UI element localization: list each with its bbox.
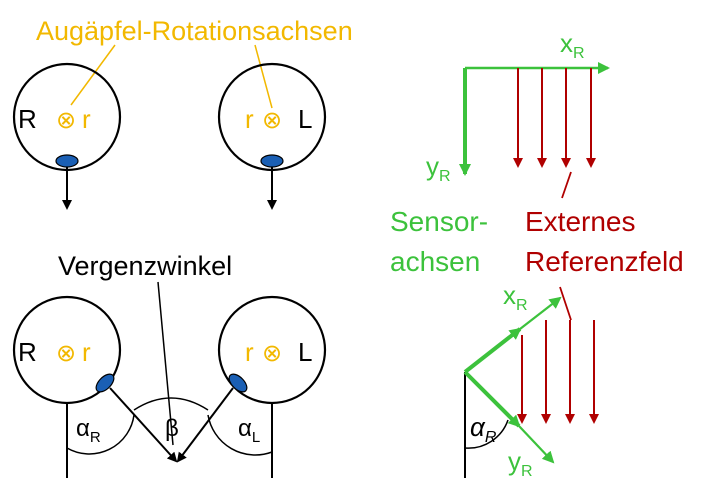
external-field-label-line2: Referenzfeld [525,246,684,277]
reference-field-pointer-bottom [559,286,572,321]
rotation-axis-icon: ⊗ [262,340,282,367]
alpha-r-arc-right [464,419,509,449]
rotation-axis-icon: ⊗ [56,107,76,134]
rotation-axis-label: r [245,104,254,134]
rotation-axes-label: Augäpfel-Rotationsachsen [36,16,353,46]
reference-field-top [513,68,596,168]
rotation-axes-pointer-right [70,44,116,106]
eye-side-label: R [18,104,37,134]
vergence-angle-label: Vergenzwinkel [58,251,232,281]
rotation-axis-icon: ⊗ [262,107,282,134]
eye-side-label: L [298,337,312,367]
rotation-axis-label: r [82,337,91,367]
y-axis-label: yR [508,446,533,480]
reference-field-pointer-top [561,171,572,199]
top-left-eye: r ⊗ L [217,62,327,210]
alpha-r-arc [66,414,135,455]
sensor-axes-top: xR yR [426,28,610,185]
rotation-axes-pointer-left [254,44,273,109]
rotation-axis-label: r [82,104,91,134]
y-axis-arrow [518,425,555,464]
top-right-eye: R ⊗ r [12,62,122,210]
sensor-axes-bottom: xR yR [463,280,562,480]
reference-field-bottom [517,320,599,424]
sensor-icon [95,373,115,393]
sensor-icon [55,154,79,168]
x-axis-label: xR [560,28,585,62]
gaze-line [176,387,234,463]
beta-arc [133,397,209,411]
rotation-axis-label: r [245,337,254,367]
eye-side-label: R [18,337,37,367]
external-field-label-line1: Externes [525,206,636,237]
vergence-pointer [157,281,174,446]
alpha-l-label: αL [238,415,260,446]
x-axis-arrow [519,296,562,330]
sensor-icon [260,154,284,168]
alpha-l-arc [207,414,273,456]
x-axis-arrow-thick [463,327,522,374]
sensor-axes-label-line2: achsen [390,246,480,277]
sensor-axes-label-line1: Sensor- [390,206,488,237]
bottom-right-eye: R ⊗ r [12,295,178,478]
alpha-r-label-right: αR [470,412,497,446]
x-axis-label: xR [503,280,528,314]
y-axis-arrow-thick [463,370,521,428]
gaze-line [109,387,178,463]
bottom-left-eye: r ⊗ L [176,295,327,478]
alpha-r-label: αR [76,415,101,446]
beta-label: β [165,415,179,442]
rotation-axis-icon: ⊗ [56,340,76,367]
eye-side-label: L [298,104,312,134]
y-axis-label: yR [426,151,451,185]
sensor-icon [228,373,248,393]
